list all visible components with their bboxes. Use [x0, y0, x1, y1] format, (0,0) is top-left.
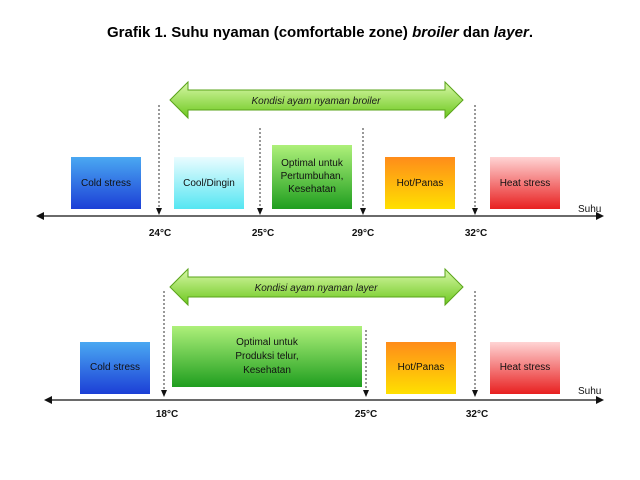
- tick-label: 32°C: [466, 409, 488, 420]
- box-label: Optimal untuk: [281, 158, 344, 169]
- box-label: Heat stress: [500, 178, 551, 189]
- title-suffix: .: [528, 24, 533, 41]
- layer-box-hot: Hot/Panas: [386, 342, 456, 394]
- box-label: Cold stress: [81, 178, 131, 189]
- box-label: Pertumbuhan,: [281, 171, 344, 182]
- chart-title: Grafik 1. Suhu nyaman (comfortable zone)…: [0, 24, 640, 41]
- broiler-dashed-lines: [156, 105, 478, 215]
- box-label: Cold stress: [90, 362, 140, 373]
- title-middle: dan: [458, 24, 494, 41]
- box-label: Kesehatan: [288, 184, 336, 195]
- title-broiler: broiler: [412, 24, 459, 41]
- layer-temperature-axis: Suhu: [44, 386, 604, 404]
- box-label: Kesehatan: [243, 365, 291, 376]
- tick-label: 24°C: [149, 228, 171, 239]
- broiler-box-cold-stress: Cold stress: [71, 157, 141, 209]
- layer-axis-label: Suhu: [578, 386, 601, 397]
- box-label: Optimal untuk: [236, 337, 299, 348]
- box-label: Hot/Panas: [398, 362, 445, 373]
- layer-box-optimal: Optimal untuk Produksi telur, Kesehatan: [172, 326, 362, 387]
- broiler-box-optimal: Optimal untuk Pertumbuhan, Kesehatan: [272, 145, 352, 209]
- tick-label: 25°C: [355, 409, 377, 420]
- box-label: Produksi telur,: [235, 351, 298, 362]
- tick-label: 29°C: [352, 228, 374, 239]
- broiler-axis-label: Suhu: [578, 204, 601, 215]
- layer-panel: Kondisi ayam nyaman layer Cold stress Op…: [44, 267, 604, 420]
- broiler-temperature-axis: Suhu: [36, 204, 604, 220]
- box-label: Cool/Dingin: [183, 178, 235, 189]
- layer-comfort-arrow: Kondisi ayam nyaman layer: [169, 267, 464, 307]
- broiler-comfort-arrow: Kondisi ayam nyaman broiler: [169, 80, 464, 120]
- tick-label: 18°C: [156, 409, 178, 420]
- tick-label: 32°C: [465, 228, 487, 239]
- box-label: Heat stress: [500, 362, 551, 373]
- layer-box-cold-stress: Cold stress: [80, 342, 150, 394]
- title-layer: layer: [493, 24, 529, 41]
- broiler-arrow-label: Kondisi ayam nyaman broiler: [252, 96, 382, 107]
- broiler-box-hot: Hot/Panas: [385, 157, 455, 209]
- broiler-panel: Kondisi ayam nyaman broiler Cold stress …: [36, 80, 604, 239]
- broiler-box-heat-stress: Heat stress: [490, 157, 560, 209]
- broiler-tick-labels: 24°C 25°C 29°C 32°C: [149, 228, 487, 239]
- title-prefix: Grafik 1. Suhu nyaman (comfortable zone): [107, 24, 413, 41]
- box-label: Hot/Panas: [397, 178, 444, 189]
- layer-tick-labels: 18°C 25°C 32°C: [156, 409, 488, 420]
- layer-box-heat-stress: Heat stress: [490, 342, 560, 394]
- broiler-box-cool: Cool/Dingin: [174, 157, 244, 209]
- tick-label: 25°C: [252, 228, 274, 239]
- layer-arrow-label: Kondisi ayam nyaman layer: [255, 283, 379, 294]
- layer-dashed-lines: [161, 291, 478, 397]
